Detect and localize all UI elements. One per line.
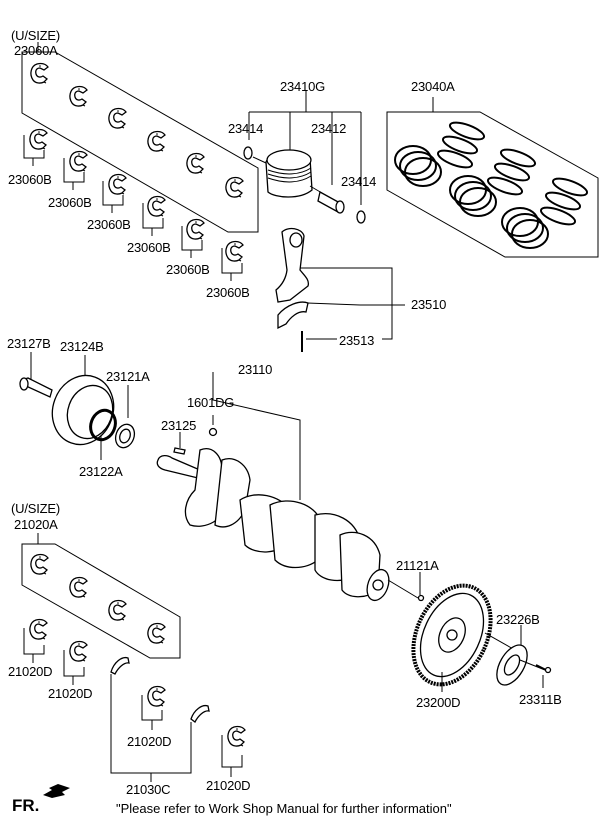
- label-21020D-4[interactable]: 21020D: [206, 778, 251, 793]
- crankshaft-23110: [156, 372, 390, 602]
- label-21020D-1[interactable]: 21020D: [8, 664, 53, 679]
- label-23410G[interactable]: 23410G: [280, 79, 326, 94]
- crankshaft-pulley-23124B: [19, 352, 136, 460]
- label-23060B-6[interactable]: 23060B: [206, 285, 250, 300]
- label-23060A[interactable]: 23060A: [14, 43, 58, 58]
- front-indicator: FR.: [12, 796, 40, 815]
- label-21121A[interactable]: 21121A: [396, 558, 439, 573]
- label-23513[interactable]: 23513: [339, 333, 375, 348]
- label-23060B-4[interactable]: 23060B: [127, 240, 171, 255]
- footer-note: "Please refer to Work Shop Manual for fu…: [116, 801, 452, 816]
- label-23060B-1[interactable]: 23060B: [8, 172, 52, 187]
- label-23412[interactable]: 23412: [311, 121, 347, 136]
- label-23226B[interactable]: 23226B: [496, 612, 540, 627]
- label-23110[interactable]: 23110: [238, 362, 273, 377]
- label-23414-left[interactable]: 23414: [228, 121, 264, 136]
- flywheel-23200D: [411, 583, 552, 692]
- bearing-set-21020A: [21, 533, 181, 659]
- label-21030C[interactable]: 21030C: [126, 782, 171, 797]
- thrust-washer-21030C: [110, 656, 210, 782]
- front-arrow-icon: [43, 784, 70, 798]
- label-usize-top: (U/SIZE): [11, 28, 60, 43]
- bearing-set-23060A: [21, 42, 259, 233]
- label-21020D-3[interactable]: 21020D: [127, 734, 172, 749]
- label-usize-bottom: (U/SIZE): [11, 501, 60, 516]
- label-21020D-2[interactable]: 21020D: [48, 686, 93, 701]
- label-23060B-2[interactable]: 23060B: [48, 195, 92, 210]
- bearing-21020D-group: [23, 618, 246, 777]
- piston-ring-set-23040A: [386, 97, 599, 258]
- label-23060B-5[interactable]: 23060B: [166, 262, 210, 277]
- label-23200D[interactable]: 23200D: [416, 695, 461, 710]
- label-23122A[interactable]: 23122A: [79, 464, 123, 479]
- pin-21121A: [387, 572, 425, 602]
- label-23311B[interactable]: 23311B: [519, 692, 562, 707]
- label-23121A[interactable]: 23121A: [106, 369, 150, 384]
- piston-assembly-23410G: [243, 90, 366, 224]
- label-23414-right[interactable]: 23414: [341, 174, 377, 189]
- label-23040A[interactable]: 23040A: [411, 79, 455, 94]
- label-23060B-3[interactable]: 23060B: [87, 217, 131, 232]
- label-23125[interactable]: 23125: [161, 418, 197, 433]
- label-23127B[interactable]: 23127B: [7, 336, 51, 351]
- label-1601DG[interactable]: 1601DG: [187, 395, 235, 410]
- label-23124B[interactable]: 23124B: [60, 339, 104, 354]
- label-21020A[interactable]: 21020A: [14, 517, 58, 532]
- label-23510[interactable]: 23510: [411, 297, 447, 312]
- bearing-23060B-group: [23, 128, 244, 281]
- connecting-rod-23510: [275, 227, 405, 352]
